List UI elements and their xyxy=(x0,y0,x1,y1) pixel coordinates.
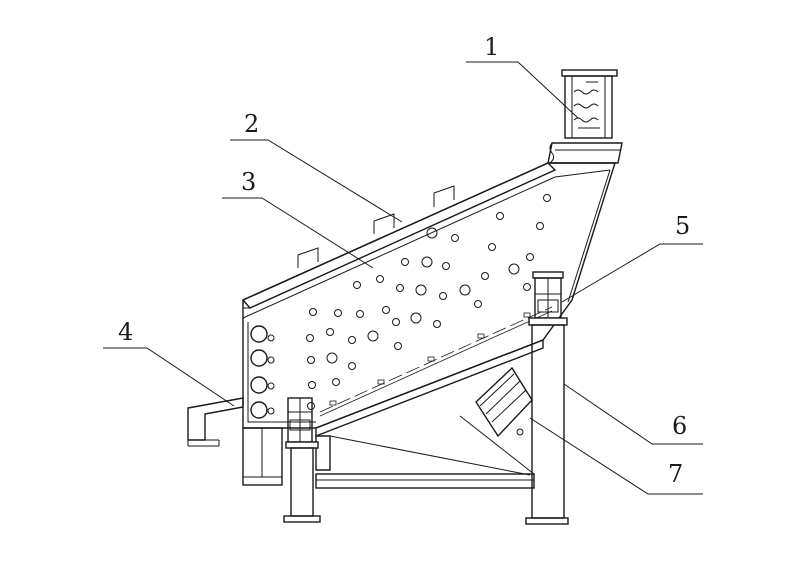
discharge-chute xyxy=(187,397,244,447)
callout-2: 2 xyxy=(244,110,259,138)
callout-4: 4 xyxy=(118,318,133,346)
motor-bracket xyxy=(475,366,533,438)
feed-hopper xyxy=(547,69,623,164)
right-support xyxy=(525,271,569,525)
callout-7: 7 xyxy=(668,460,683,488)
leader-lines xyxy=(103,61,703,495)
callout-3: 3 xyxy=(241,168,256,196)
base-frame xyxy=(315,338,544,489)
screen-deck xyxy=(319,306,553,417)
callout-1: 1 xyxy=(484,33,499,61)
cover-braces xyxy=(297,185,455,268)
end-nozzles xyxy=(250,325,275,419)
under-pan xyxy=(242,427,283,486)
callout-5: 5 xyxy=(675,212,690,240)
screen-box xyxy=(241,162,616,429)
bolt-holes xyxy=(306,194,551,410)
callout-labels: 1 2 3 4 5 6 7 xyxy=(118,33,690,488)
left-support xyxy=(283,397,321,523)
callout-6: 6 xyxy=(672,412,687,440)
